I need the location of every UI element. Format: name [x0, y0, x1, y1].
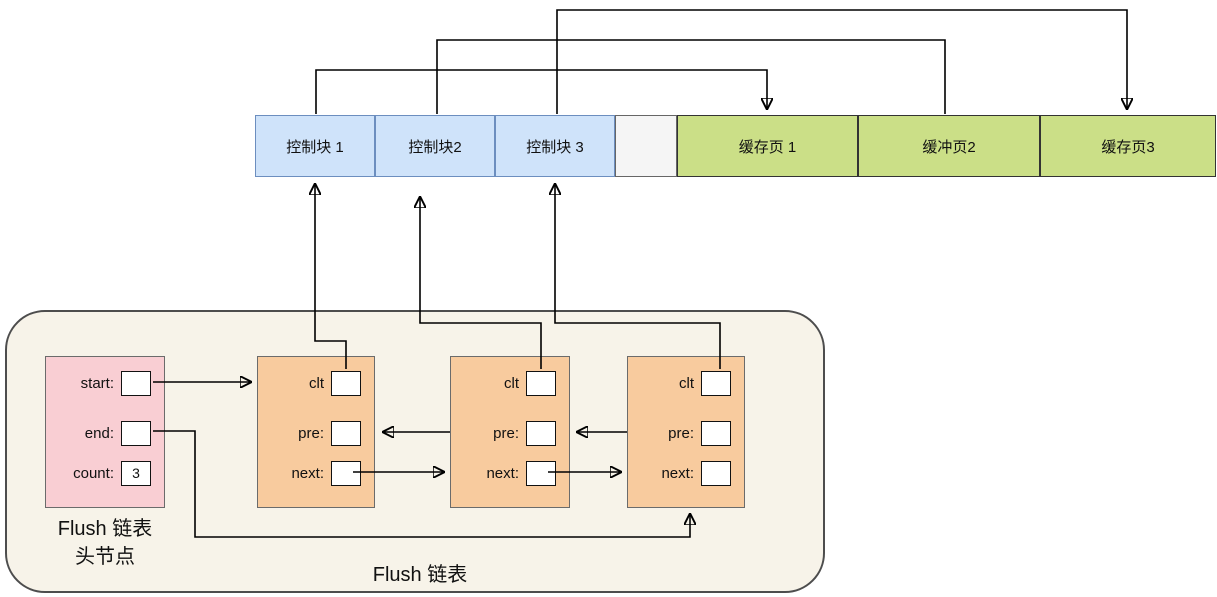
count-value-slot: 3: [121, 460, 151, 486]
node2-next-row: next:: [451, 460, 569, 486]
pre-label: pre:: [668, 424, 694, 442]
node2-clt-slot: [526, 370, 556, 396]
node1-next-slot: [331, 460, 361, 486]
wire-cb1-to-cp1: [315, 69, 767, 114]
control-block-1: 控制块 1: [255, 115, 375, 177]
node3-clt-slot: [701, 370, 731, 396]
control-block-3-label: 控制块 3: [526, 138, 584, 156]
list-node-3: clt pre: next:: [627, 356, 745, 508]
node1-pre-row: pre:: [258, 420, 374, 446]
list-node-1: clt pre: next:: [257, 356, 375, 508]
node2-pre-row: pre:: [451, 420, 569, 446]
end-label: end:: [84, 424, 114, 442]
flush-head-node: start: end: count: 3: [45, 356, 165, 508]
head-caption-line2: 头节点: [75, 546, 135, 568]
node3-pre-row: pre:: [628, 420, 744, 446]
node3-pre-slot: [701, 420, 731, 446]
control-block-2-label: 控制块2: [408, 138, 462, 156]
cache-page-1: 缓存页 1: [677, 115, 858, 177]
count-label: count:: [73, 464, 114, 482]
control-block-3: 控制块 3: [495, 115, 615, 177]
head-caption-line1: Flush 链表: [57, 518, 153, 540]
node3-clt-row: clt: [628, 370, 744, 396]
node3-next-slot: [701, 460, 731, 486]
cache-page-2: 缓冲页2: [858, 115, 1040, 177]
control-block-1-label: 控制块 1: [286, 138, 344, 156]
start-label: start:: [80, 374, 114, 392]
node1-pre-slot: [331, 420, 361, 446]
head-start-row: start:: [46, 370, 164, 396]
node2-pre-slot: [526, 420, 556, 446]
cache-page-2-label: 缓冲页2: [922, 138, 976, 156]
next-label: next:: [486, 464, 519, 482]
pre-label: pre:: [493, 424, 519, 442]
end-pointer-slot: [121, 420, 151, 446]
node2-next-slot: [526, 460, 556, 486]
control-block-2: 控制块2: [375, 115, 495, 177]
wire-cb2-to-cp2: [436, 39, 946, 114]
cache-page-1-label: 缓存页 1: [738, 138, 797, 156]
head-node-caption: Flush 链表 头节点: [25, 515, 185, 571]
clt-label: clt: [504, 374, 519, 392]
node1-next-row: next:: [258, 460, 374, 486]
clt-label: clt: [679, 374, 694, 392]
flush-list-label: Flush 链表: [372, 564, 468, 586]
cache-page-3: 缓存页3: [1040, 115, 1216, 177]
head-count-row: count: 3: [46, 460, 164, 486]
node1-clt-row: clt: [258, 370, 374, 396]
list-node-2: clt pre: next:: [450, 356, 570, 508]
node3-next-row: next:: [628, 460, 744, 486]
wire-cb3-to-cp3: [556, 9, 1127, 114]
head-end-row: end:: [46, 420, 164, 446]
node1-clt-slot: [331, 370, 361, 396]
memory-spacer: [615, 115, 677, 177]
cache-page-3-label: 缓存页3: [1101, 138, 1155, 156]
next-label: next:: [661, 464, 694, 482]
clt-label: clt: [309, 374, 324, 392]
start-pointer-slot: [121, 370, 151, 396]
node2-clt-row: clt: [451, 370, 569, 396]
next-label: next:: [291, 464, 324, 482]
pre-label: pre:: [298, 424, 324, 442]
